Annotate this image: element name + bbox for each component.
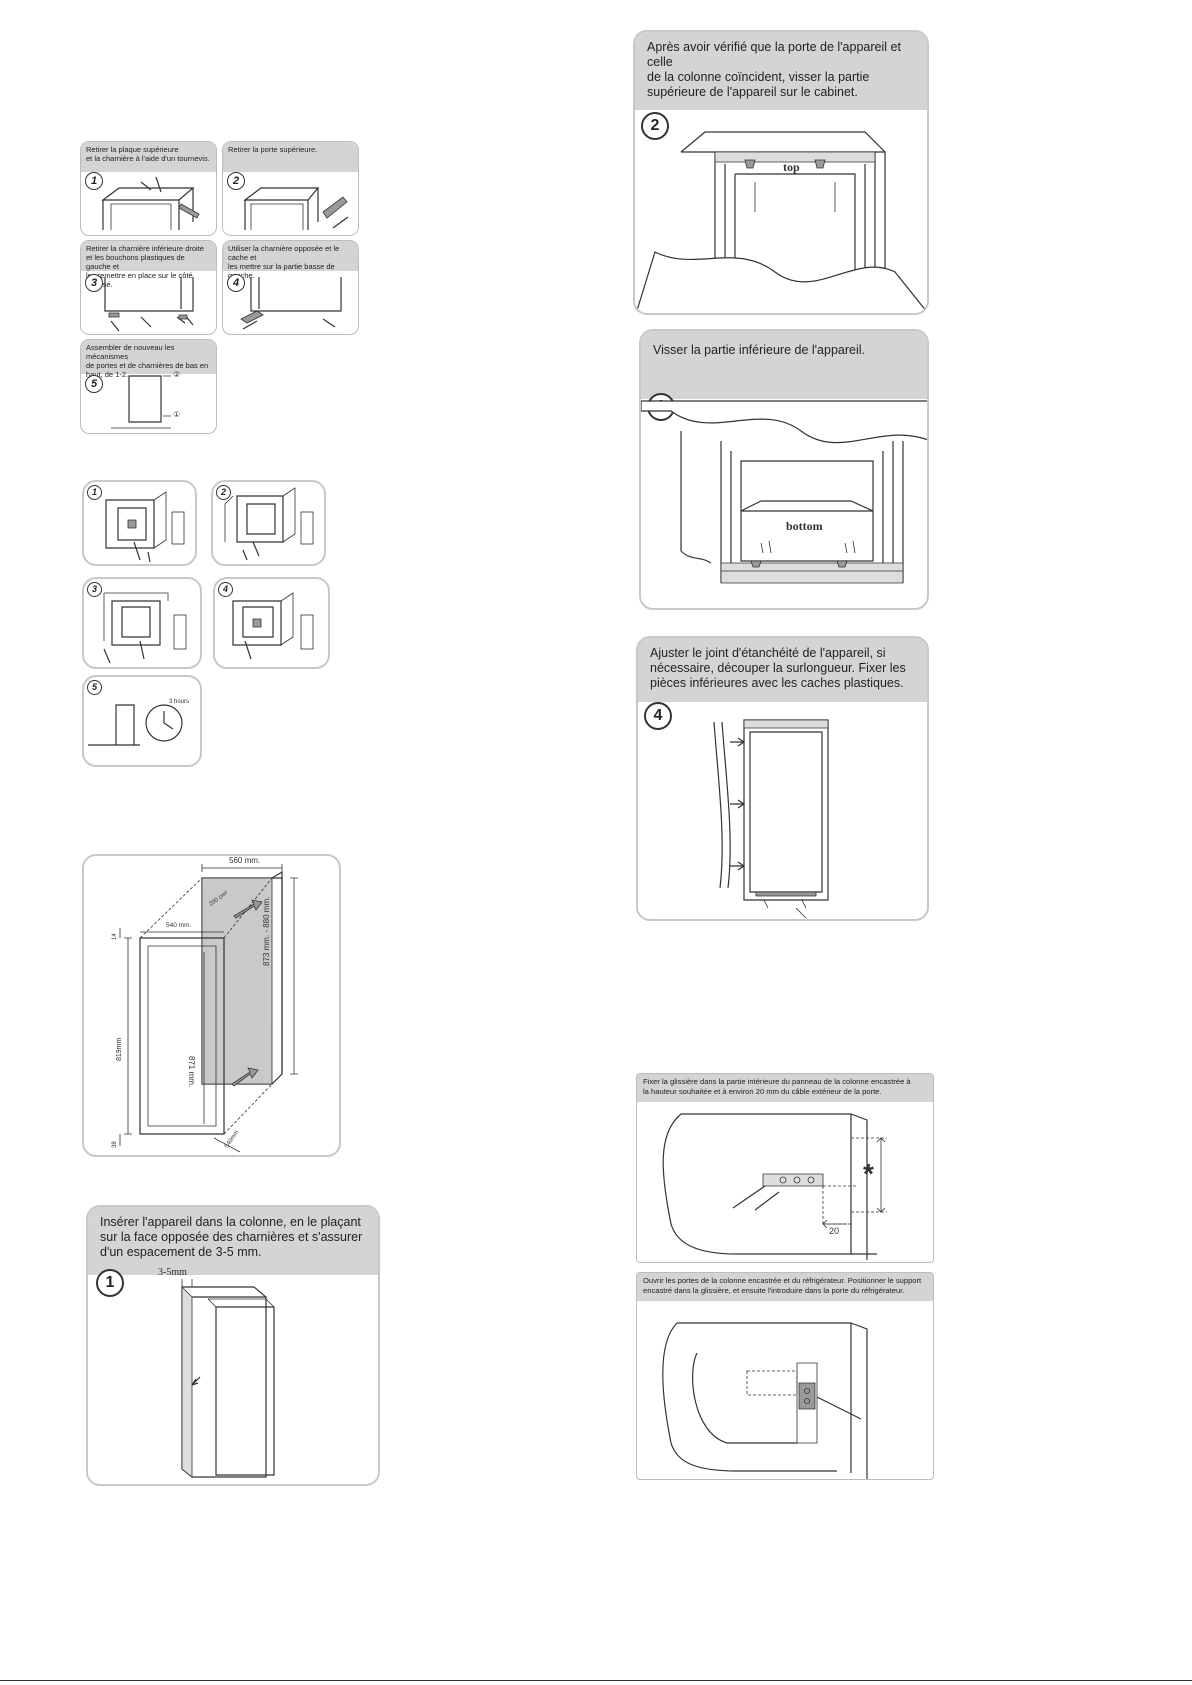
door-height-label: 819mm [116, 1037, 123, 1061]
bottom-gap-label: 38 [112, 1141, 118, 1148]
top-gap-label: 14 [112, 933, 118, 940]
inner-height-label: 871 mm. [187, 1056, 196, 1088]
fridge-top-hinge-illustration [101, 176, 200, 230]
step-number: 1 [96, 1269, 124, 1297]
install-step-2-panel: Après avoir vérifié que la porte de l'ap… [633, 30, 929, 315]
step-number: 1 [85, 172, 103, 190]
door-step-3-caption: Retirer la charnière inférieure droite e… [81, 241, 216, 289]
screw-bottom-illustration [641, 400, 927, 584]
insert-appliance-illustration [181, 1279, 275, 1478]
page-footer-rule [0, 1680, 1192, 1681]
handle-step-4-illustration [232, 592, 314, 660]
door-step-3-panel: Retirer la charnière inférieure droite e… [80, 240, 217, 335]
step-number: 5 [85, 375, 103, 393]
dim20-label: 20 [829, 1226, 840, 1236]
install-step-4-panel: Ajuster le joint d'étanchéité de l'appar… [636, 636, 929, 921]
door-step-2-panel: Retirer la porte supérieure. 2 [222, 141, 359, 236]
width-top-label: 560 mm. [229, 856, 261, 865]
slide-step-2-caption: Ouvrir les portes de la colonne encastré… [637, 1273, 933, 1301]
door-step-4-panel: Utiliser la charnière opposée et le cach… [222, 240, 359, 335]
handle-step-2-illustration [224, 487, 314, 561]
step-number: 2 [641, 112, 669, 140]
star-label: * [863, 1158, 874, 1189]
install-step-3-panel: Visser la partie inférieure de l'apparei… [639, 329, 929, 610]
slide-step-1-panel: Fixer la glissière dans la partie intéri… [636, 1073, 934, 1263]
install-step-4-caption: Ajuster le joint d'étanchéité de l'appar… [638, 638, 927, 702]
door-step-1-caption: Retirer la plaque supérieure et la charn… [81, 142, 216, 172]
handle-step-1-illustration [105, 491, 185, 563]
door-step-5-caption: Assembler de nouveau les mécanismes de p… [81, 340, 216, 379]
handle-step-2-panel: 2 [211, 480, 326, 566]
height-range-label: 873 mm. - 880 mm. [262, 896, 271, 966]
fridge-remove-door-illustration [243, 187, 349, 230]
step-number: 2 [216, 485, 231, 500]
handle-step-3-panel: 3 [82, 577, 202, 669]
door-step-2-caption: Retirer la porte supérieure. [223, 142, 358, 172]
wait-clock-illustration [88, 704, 183, 746]
install-step-1-panel: Insérer l'appareil dans la colonne, en l… [86, 1205, 380, 1486]
dimensions-panel: 560 mm. 540 mm. 200 cm² 873 mm. - 880 mm… [82, 854, 341, 1157]
bottom-hinge-illustration [104, 277, 194, 332]
handle-step-1-panel: 1 [82, 480, 197, 566]
handle-step-3-illustration [103, 592, 187, 664]
step-number: 4 [218, 582, 233, 597]
step-number: 3 [87, 582, 102, 597]
step-number: 5 [87, 680, 102, 695]
seal-adjust-illustration [713, 719, 829, 919]
fix-slide-illustration [662, 1113, 887, 1260]
door-step-1-panel: Retirer la plaque supérieure et la charn… [80, 141, 217, 236]
install-step-3-caption: Visser la partie inférieure de l'apparei… [641, 331, 927, 399]
bottom-label: bottom [786, 519, 823, 533]
step-number: 1 [87, 485, 102, 500]
slide-step-1-caption: Fixer la glissière dans la partie intéri… [637, 1074, 933, 1102]
step-number: 2 [227, 172, 245, 190]
insert-support-illustration [662, 1322, 868, 1479]
step-number: 4 [227, 274, 245, 292]
step-number: 3 [85, 274, 103, 292]
clock-label: 3 hours [169, 699, 190, 705]
install-step-1-caption: Insérer l'appareil dans la colonne, en l… [88, 1207, 378, 1275]
reassemble-illustration [111, 375, 171, 429]
door-step-5-panel: Assembler de nouveau les mécanismes de p… [80, 339, 217, 434]
gap-label: 3-5mm [158, 1267, 187, 1278]
slide-step-2-panel: Ouvrir les portes de la colonne encastré… [636, 1272, 934, 1480]
step-number: 4 [644, 702, 672, 730]
screw-top-illustration [635, 131, 927, 313]
dimensions-illustration [119, 864, 298, 1153]
handle-step-5-panel: 5 3 hours [82, 675, 202, 767]
top-label: top [783, 160, 800, 174]
marker-bottom: ① [173, 410, 181, 419]
marker-top: ② [173, 370, 181, 379]
install-step-2-caption: Après avoir vérifié que la porte de l'ap… [635, 32, 927, 110]
opposite-hinge-illustration [240, 277, 342, 330]
handle-step-4-panel: 4 [213, 577, 330, 669]
inner-width-label: 540 mm. [166, 922, 192, 929]
